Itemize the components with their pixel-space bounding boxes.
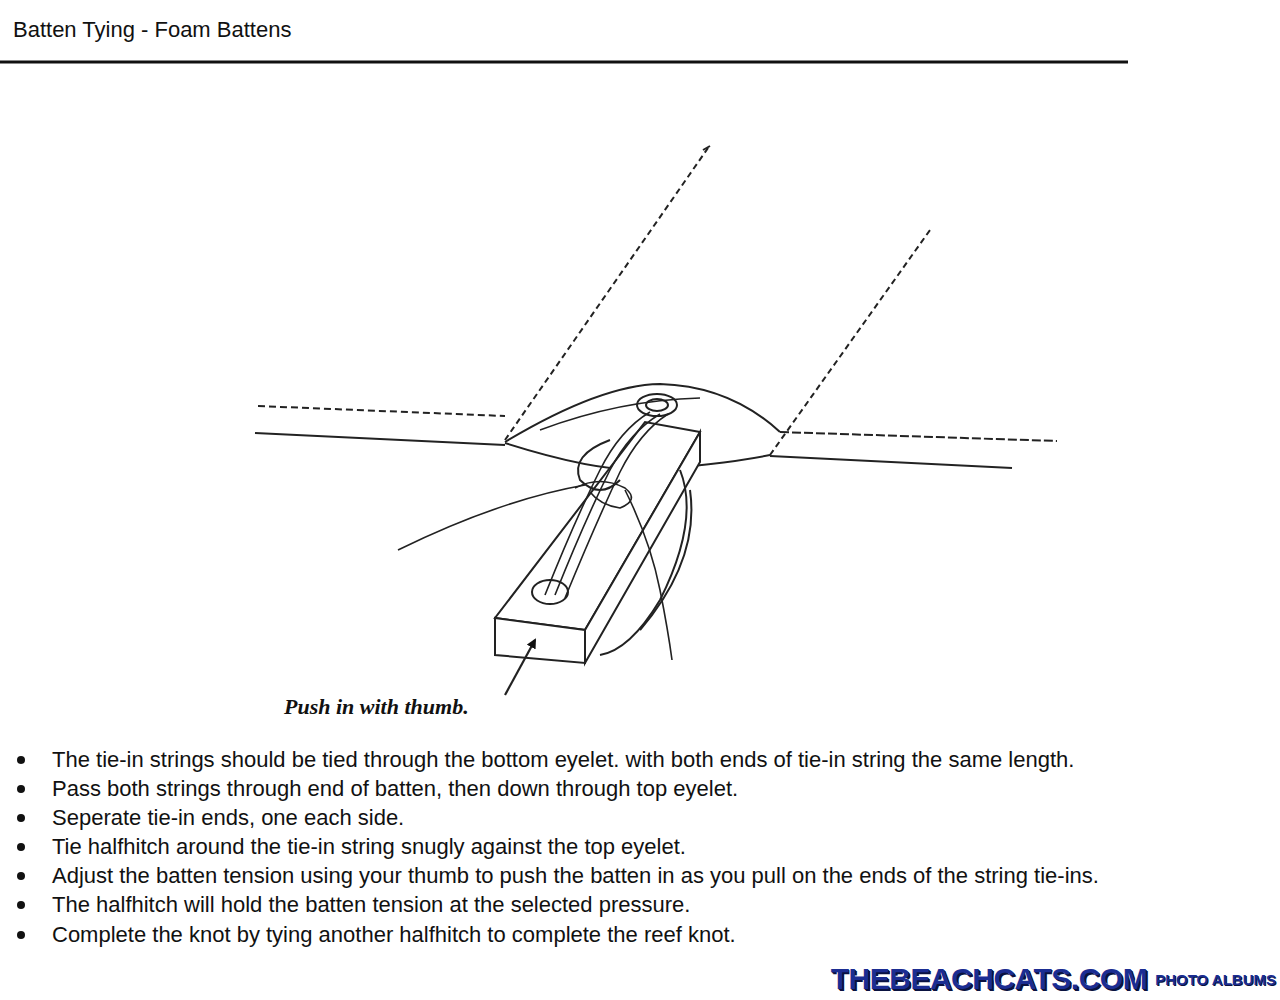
bullet-dot <box>17 843 25 851</box>
bullet-dot <box>17 756 25 764</box>
watermark: THEBEACHCATS.COM <box>831 962 1147 996</box>
callout-label: Push in with thumb. <box>282 694 471 720</box>
bullet-dot <box>17 931 25 939</box>
instruction-text: The tie-in strings should be tied throug… <box>52 747 1074 773</box>
instruction-text: Seperate tie-in ends, one each side. <box>52 805 404 831</box>
sail-drawing <box>255 146 1057 695</box>
instruction-text: Tie halfhitch around the tie-in string s… <box>52 834 686 860</box>
watermark: PHOTO ALBUMS <box>1155 971 1276 988</box>
bullet-dot <box>17 814 25 822</box>
bullet-dot <box>17 785 25 793</box>
page-title: Batten Tying - Foam Battens <box>13 17 291 43</box>
instruction-text: Pass both strings through end of batten,… <box>52 776 738 802</box>
instruction-text: The halfhitch will hold the batten tensi… <box>52 892 690 918</box>
instruction-text: Adjust the batten tension using your thu… <box>52 863 1099 889</box>
instruction-text: Complete the knot by tying another halfh… <box>52 922 736 948</box>
bullet-dot <box>17 872 25 880</box>
title-rule <box>0 61 1128 64</box>
bullet-dot <box>17 901 25 909</box>
